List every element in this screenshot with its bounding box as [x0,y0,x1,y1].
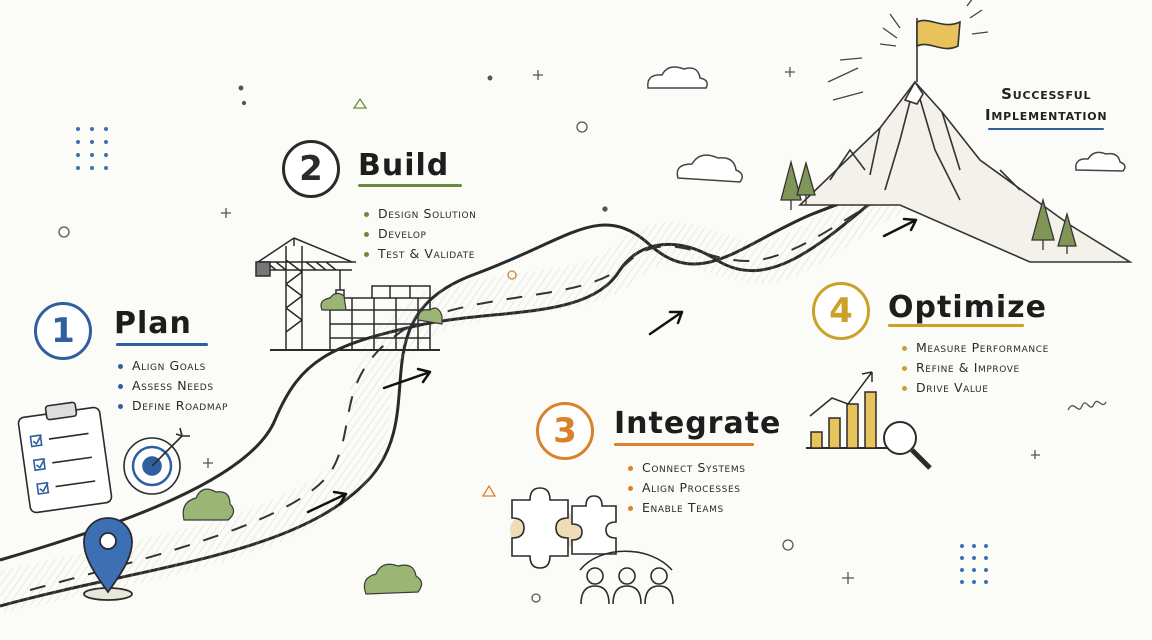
list-item-label: Test & Validate [378,246,476,261]
list-item-label: Design Solution [378,206,477,221]
step-1-underline [116,343,208,346]
bar-chart-icon [806,371,900,449]
bush-icons [182,292,443,595]
puzzle-icon [510,487,617,569]
list-item: Enable Teams [628,498,746,518]
target-icon [123,427,190,495]
list-item: Define Roadmap [118,396,228,416]
list-item-label: Connect Systems [642,460,746,475]
clipboard-icon [17,401,113,514]
magnifier-icon [883,421,932,470]
location-pin-icon [83,517,133,601]
step-2-number-badge: 2 [282,140,340,198]
step-4-underline [888,324,1024,327]
list-item: Refine & Improve [902,358,1049,378]
list-item: Connect Systems [628,458,746,478]
step-4-number-badge: 4 [812,282,870,340]
goal-line-2: Implementation [985,106,1108,124]
crane-icon [255,237,440,351]
flag-icon [827,0,989,101]
list-item-label: Refine & Improve [916,360,1020,375]
goal-label: Successful Implementation [985,84,1107,126]
step-1-number-badge: 1 [34,302,92,360]
step-3-number-badge: 3 [536,402,594,460]
list-item-label: Align Goals [132,358,206,373]
list-item: Assess Needs [118,376,228,396]
list-item: Design Solution [364,204,477,224]
list-item: Measure Performance [902,338,1049,358]
list-item: Align Processes [628,478,746,498]
step-1-list: Align Goals Assess Needs Define Roadmap [118,356,228,416]
cloud-icons [647,66,1126,183]
winding-road [0,172,908,613]
list-item-label: Define Roadmap [132,398,228,413]
step-2-underline [358,184,462,187]
goal-underline [988,128,1104,130]
step-4-title: Optimize [888,290,1047,325]
tree-icons [780,159,1077,254]
decorations [58,67,1107,603]
step-4-list: Measure Performance Refine & Improve Dri… [902,338,1049,398]
step-3-list: Connect Systems Align Processes Enable T… [628,458,746,518]
list-item-label: Enable Teams [642,500,724,515]
goal-line-1: Successful [1001,85,1092,103]
list-item: Develop [364,224,477,244]
list-item: Drive Value [902,378,1049,398]
direction-arrows [306,217,918,514]
list-item-label: Align Processes [642,480,741,495]
step-2-list: Design Solution Develop Test & Validate [364,204,477,264]
team-icon [579,550,674,605]
list-item: Test & Validate [364,244,477,264]
step-2-title: Build [358,148,450,183]
list-item-label: Drive Value [916,380,989,395]
list-item-label: Measure Performance [916,340,1049,355]
list-item-label: Assess Needs [132,378,214,393]
step-3-title: Integrate [614,406,782,441]
list-item-label: Develop [378,226,427,241]
step-1-title: Plan [114,306,192,341]
list-item: Align Goals [118,356,228,376]
step-3-underline [614,443,754,446]
